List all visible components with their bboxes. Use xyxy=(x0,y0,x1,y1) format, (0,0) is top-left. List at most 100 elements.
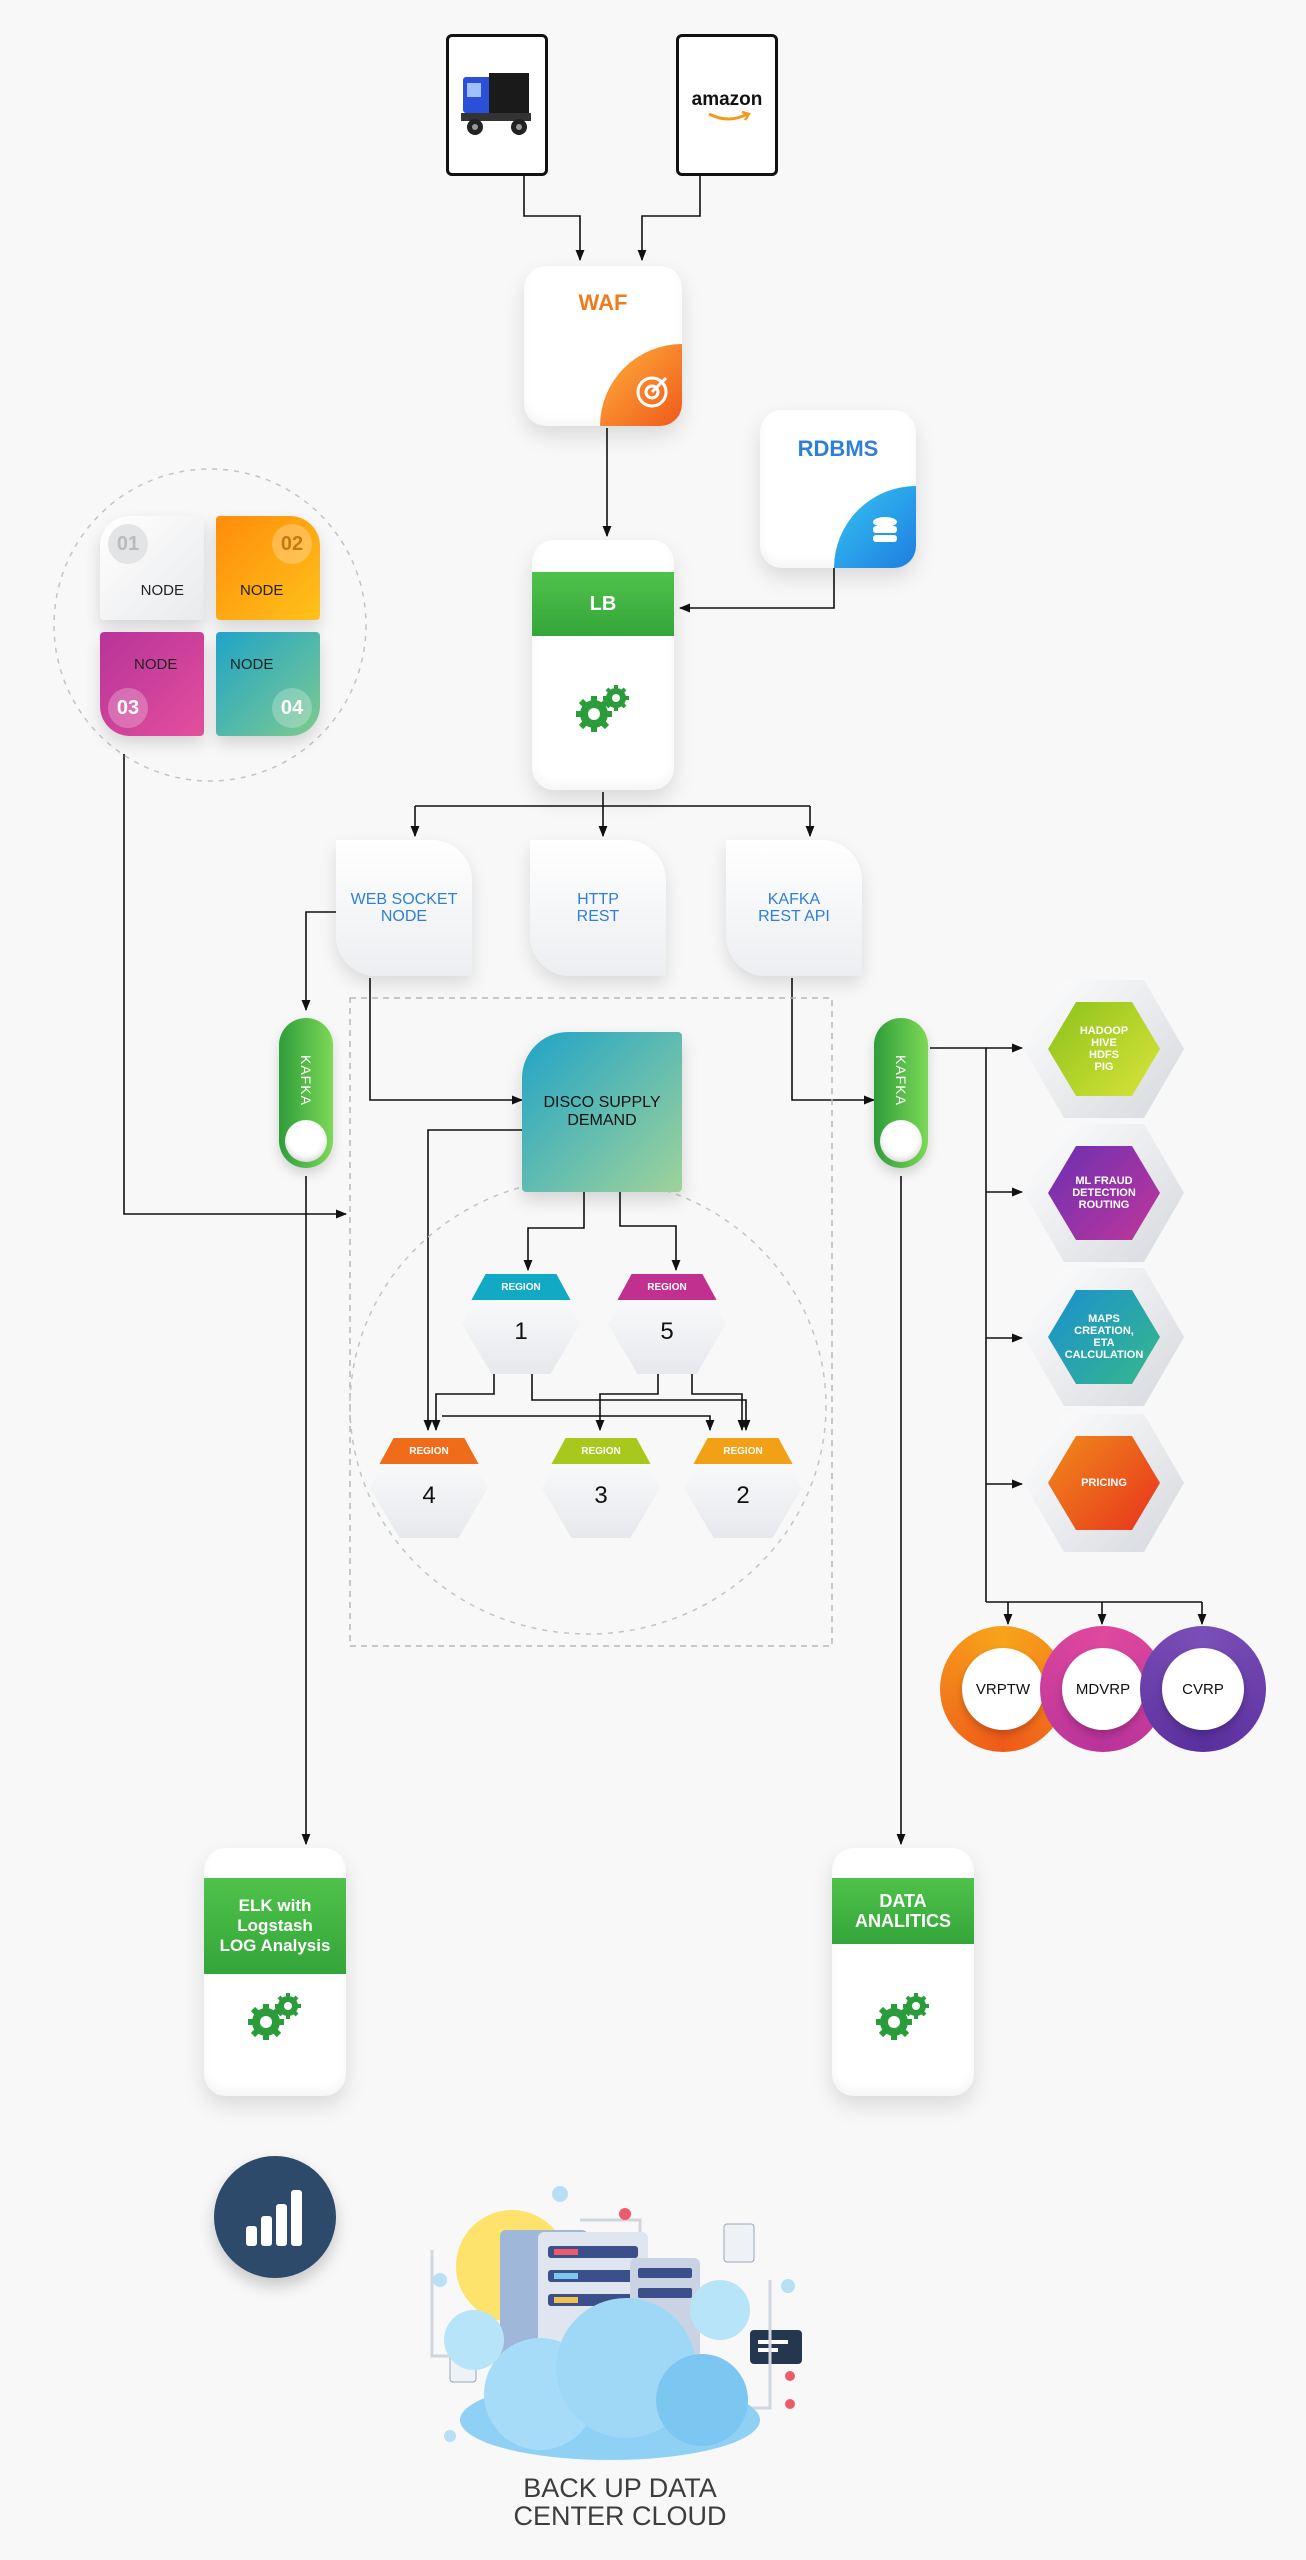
signal-badge[interactable] xyxy=(214,2156,336,2278)
load-balancer-card[interactable]: LB xyxy=(532,540,674,790)
elk-line: LOG Analysis xyxy=(219,1936,331,1955)
backup-line: BACK UP DATA xyxy=(523,2473,717,2503)
rdbms-corner xyxy=(834,486,916,568)
hex-line: CREATION, xyxy=(1074,1325,1134,1337)
backup-cloud-illustration xyxy=(430,2186,802,2460)
lb-title: LB xyxy=(532,572,674,636)
hex-line: MAPS xyxy=(1088,1313,1120,1325)
database-icon xyxy=(873,517,897,542)
mdvrp-ring[interactable]: MDVRP xyxy=(1040,1626,1166,1752)
region-number: 3 xyxy=(594,1482,608,1509)
backup-line: CENTER CLOUD xyxy=(513,2501,727,2531)
node-tile-01[interactable]: 01 NODE xyxy=(100,516,204,620)
hex-line: CALCULATION xyxy=(1064,1349,1144,1361)
gears-icon xyxy=(576,685,629,732)
endpoint-line1: KAFKA xyxy=(767,891,821,908)
node-tile-02[interactable]: 02 NODE xyxy=(216,516,320,620)
da-line: ANALITICS xyxy=(855,1911,951,1931)
web-socket-node-card[interactable]: WEB SOCKET NODE xyxy=(336,840,472,976)
node-number: 03 xyxy=(108,688,148,728)
ring-label: CVRP xyxy=(1162,1648,1244,1730)
kafka-knob xyxy=(285,1120,327,1162)
gears-icon xyxy=(248,1993,301,2040)
disco-supply-demand-card[interactable]: DISCO SUPPLY DEMAND xyxy=(522,1032,682,1192)
region-number: 2 xyxy=(736,1482,750,1509)
region-4[interactable]: REGION 4 xyxy=(370,1438,488,1538)
kafka-left[interactable]: KAFKA xyxy=(279,1018,333,1168)
hex-line: PRICING xyxy=(1081,1477,1127,1489)
amazon-client-card[interactable]: amazon xyxy=(676,34,778,176)
truck-client-card[interactable] xyxy=(446,34,548,176)
hex-line: ML FRAUD xyxy=(1075,1175,1133,1187)
region-cap: REGION xyxy=(471,1274,571,1300)
target-icon xyxy=(636,376,668,408)
gears-icon xyxy=(876,1993,929,2040)
maps-hex[interactable]: MAPS CREATION, ETA CALCULATION xyxy=(1024,1268,1184,1406)
node-label: NODE xyxy=(230,656,274,673)
region-cap: REGION xyxy=(693,1438,793,1464)
hadoop-hex[interactable]: HADOOP HIVE HDFS PIG xyxy=(1024,980,1184,1118)
http-rest-card[interactable]: HTTP REST xyxy=(530,840,666,976)
hex-line: HADOOP xyxy=(1079,1025,1129,1037)
rdbms-card[interactable]: RDBMS xyxy=(760,410,916,568)
node-label: NODE xyxy=(134,656,178,673)
hex-line: HDFS xyxy=(1089,1049,1119,1061)
da-line: DATA xyxy=(879,1891,927,1911)
amazon-smile-icon xyxy=(708,111,751,121)
region-2[interactable]: REGION 2 xyxy=(684,1438,802,1538)
ml-fraud-hex[interactable]: ML FRAUD DETECTION ROUTING xyxy=(1024,1124,1184,1262)
node-tile-03[interactable]: NODE 03 xyxy=(100,632,204,736)
waf-corner xyxy=(600,344,682,426)
region-number: 4 xyxy=(422,1482,436,1509)
elk-line: Logstash xyxy=(237,1916,313,1935)
signal-bars-icon xyxy=(246,2190,302,2246)
pricing-hex[interactable]: PRICING xyxy=(1024,1414,1184,1552)
endpoint-line2: REST API xyxy=(758,908,830,925)
kafka-knob xyxy=(880,1120,922,1162)
kafka-label: KAFKA xyxy=(298,1054,314,1106)
elk-title: ELK with Logstash LOG Analysis xyxy=(204,1878,346,1974)
hex-line: PIG xyxy=(1094,1061,1114,1073)
region-5[interactable]: REGION 5 xyxy=(608,1274,726,1374)
backup-label: BACK UP DATA CENTER CLOUD xyxy=(420,2474,820,2530)
cvrp-ring[interactable]: CVRP xyxy=(1140,1626,1266,1752)
kafka-rest-api-card[interactable]: KAFKA REST API xyxy=(726,840,862,976)
node-number: 01 xyxy=(108,524,148,564)
vrptw-ring[interactable]: VRPTW xyxy=(940,1626,1066,1752)
data-analytics-title: DATA ANALITICS xyxy=(832,1878,974,1944)
disco-line2: DEMAND xyxy=(567,1112,637,1129)
rdbms-title: RDBMS xyxy=(797,436,879,461)
hex-line: ROUTING xyxy=(1078,1199,1130,1211)
region-cap: REGION xyxy=(617,1274,717,1300)
region-3[interactable]: REGION 3 xyxy=(542,1438,660,1538)
node-tile-04[interactable]: NODE 04 xyxy=(216,632,320,736)
hex-line: ETA xyxy=(1093,1337,1115,1349)
node-number: 02 xyxy=(272,524,312,564)
elk-card[interactable]: ELK with Logstash LOG Analysis xyxy=(204,1848,346,2096)
data-analytics-card[interactable]: DATA ANALITICS xyxy=(832,1848,974,2096)
region-1[interactable]: REGION 1 xyxy=(462,1274,580,1374)
endpoint-line2: NODE xyxy=(380,908,428,925)
waf-title: WAF xyxy=(578,290,628,315)
ring-label: VRPTW xyxy=(962,1648,1044,1730)
kafka-label: KAFKA xyxy=(893,1054,909,1106)
node-number: 04 xyxy=(272,688,312,728)
node-label: NODE xyxy=(140,582,184,599)
region-number: 1 xyxy=(514,1318,528,1345)
amazon-logo: amazon xyxy=(691,89,763,110)
waf-card[interactable]: WAF xyxy=(524,266,682,426)
node-label: NODE xyxy=(240,582,284,599)
kafka-right[interactable]: KAFKA xyxy=(874,1018,928,1168)
hex-line: DETECTION xyxy=(1072,1187,1136,1199)
hex-line: HIVE xyxy=(1091,1037,1117,1049)
endpoint-line2: REST xyxy=(576,908,620,925)
region-cap: REGION xyxy=(379,1438,479,1464)
region-cap: REGION xyxy=(551,1438,651,1464)
disco-line1: DISCO SUPPLY xyxy=(543,1094,661,1111)
region-number: 5 xyxy=(660,1318,674,1345)
endpoint-line1: WEB SOCKET xyxy=(350,891,458,908)
ring-label: MDVRP xyxy=(1062,1648,1144,1730)
cargo-truck-icon xyxy=(461,73,531,135)
elk-line: ELK with xyxy=(238,1896,312,1915)
